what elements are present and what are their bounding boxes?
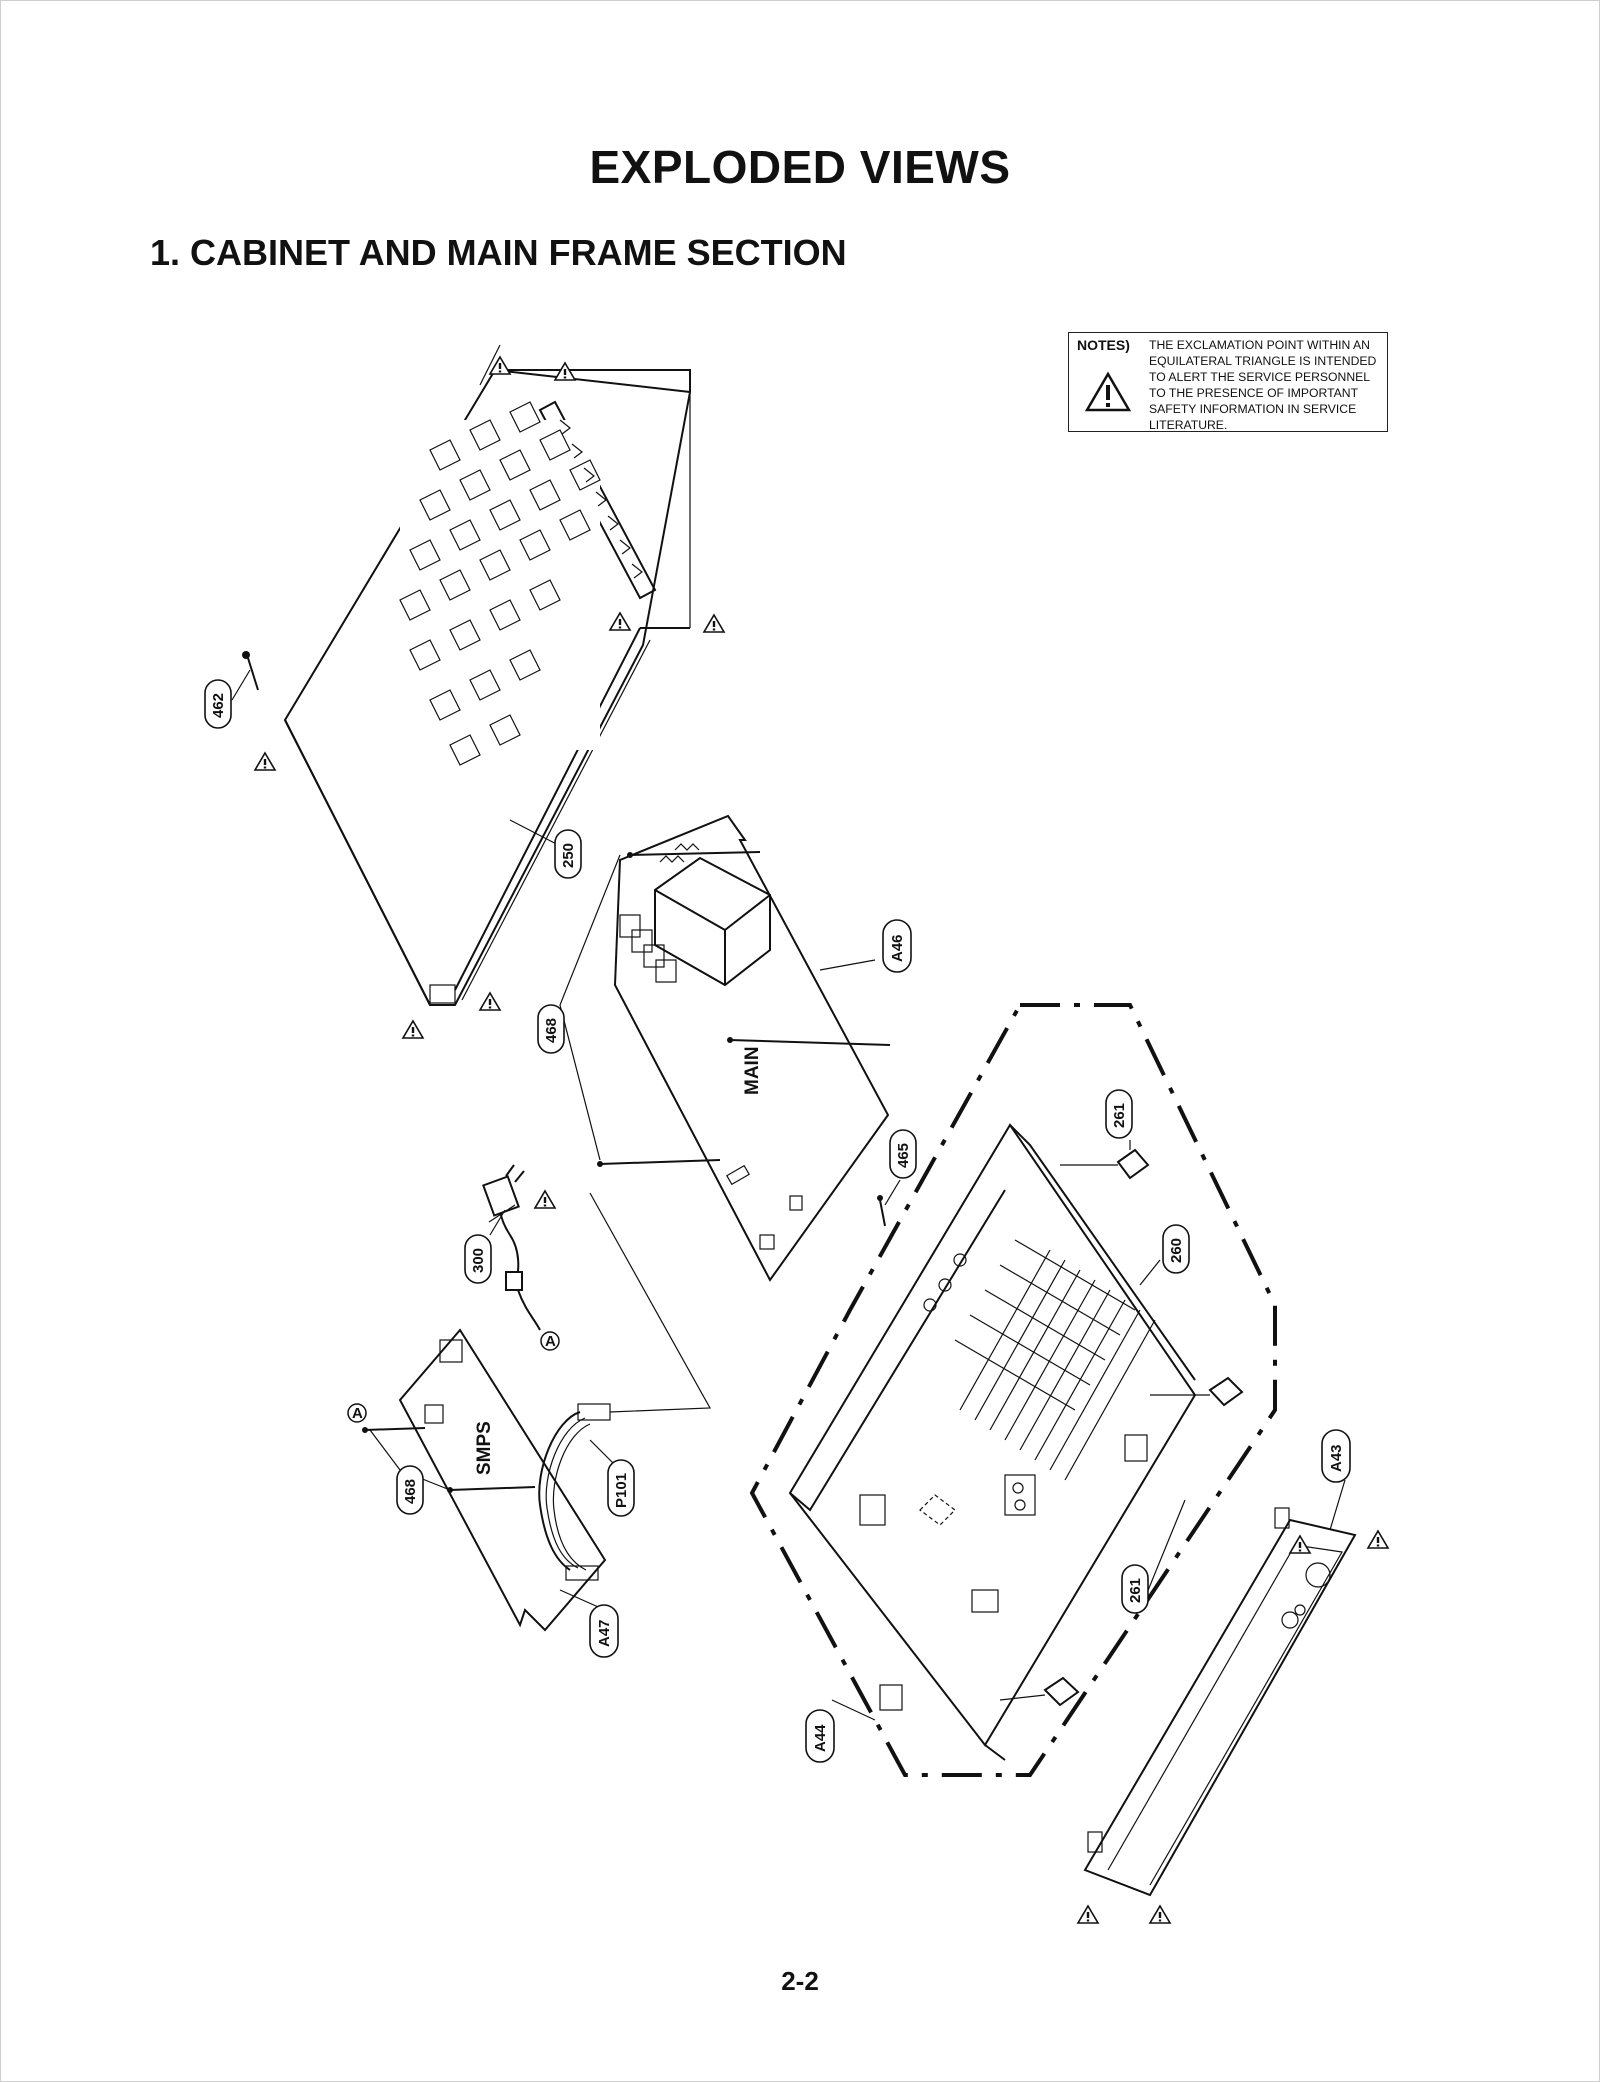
svg-text:A44: A44: [812, 1724, 829, 1752]
callout-A44: A44: [805, 1699, 876, 1763]
callout-A43: A43: [1321, 1429, 1351, 1531]
warning-icon: [534, 1190, 556, 1209]
svg-text:A: A: [545, 1333, 556, 1350]
svg-text:468: 468: [402, 1479, 419, 1504]
warning-icon: [254, 752, 276, 771]
callout-A47: A47: [559, 1589, 619, 1658]
front-panel: [1083, 1507, 1357, 1897]
warning-icon: [1367, 1530, 1389, 1549]
warning-icon: [1077, 1905, 1099, 1924]
connector-mark: A: [540, 1331, 560, 1351]
callout-A46: A46: [819, 919, 912, 973]
svg-text:A46: A46: [889, 934, 906, 962]
svg-text:A43: A43: [1328, 1444, 1345, 1472]
power-cord: [482, 1164, 541, 1331]
callout-P101: P101: [589, 1439, 635, 1517]
svg-text:P101: P101: [613, 1473, 630, 1508]
smps-board: [362, 1192, 711, 1632]
callout-261-bottom: 261: [1121, 1499, 1186, 1614]
warning-icon: [703, 614, 725, 633]
callout-261-top: 261: [1105, 1089, 1133, 1150]
main-board-label: MAIN: [742, 1046, 763, 1095]
callout-468-main: 468: [537, 1004, 565, 1054]
svg-text:465: 465: [895, 1143, 912, 1168]
callout-260: 260: [1139, 1224, 1190, 1286]
warning-triangle-icon: [1085, 371, 1131, 412]
cover-vent-grid: [400, 420, 600, 750]
svg-text:250: 250: [560, 843, 577, 868]
callout-300: 300: [464, 1209, 506, 1284]
notes-label: NOTES): [1077, 337, 1130, 353]
svg-text:260: 260: [1168, 1238, 1185, 1263]
svg-text:462: 462: [210, 693, 227, 718]
callout-468-smps: 468: [396, 1465, 424, 1515]
svg-text:261: 261: [1111, 1103, 1128, 1128]
svg-text:A: A: [352, 1405, 363, 1422]
callout-465: 465: [884, 1129, 917, 1206]
page-title: EXPLODED VIEWS: [589, 141, 1011, 193]
svg-text:468: 468: [543, 1018, 560, 1043]
notes-text: THE EXCLAMATION POINT WITHIN AN EQUILATE…: [1149, 338, 1377, 432]
section-heading: 1. CABINET AND MAIN FRAME SECTION: [150, 232, 847, 273]
svg-text:300: 300: [470, 1248, 487, 1273]
svg-text:A47: A47: [596, 1619, 613, 1647]
smps-board-label: SMPS: [474, 1421, 495, 1475]
warning-icon: [479, 992, 501, 1011]
callout-250: 250: [509, 819, 582, 879]
notes-box: NOTES) THE EXCLAMATION POINT WITHIN AN E…: [1068, 332, 1388, 432]
warning-icon: [402, 1020, 424, 1039]
main-board: [559, 814, 891, 1282]
top-cover: [242, 369, 691, 1006]
svg-text:261: 261: [1127, 1578, 1144, 1603]
warning-icon: [1149, 1905, 1171, 1924]
connector-mark: A: [347, 1403, 367, 1423]
callout-462: 462: [204, 669, 251, 729]
page-number: 2-2: [781, 1966, 819, 1996]
main-frame: [749, 1003, 1277, 1777]
